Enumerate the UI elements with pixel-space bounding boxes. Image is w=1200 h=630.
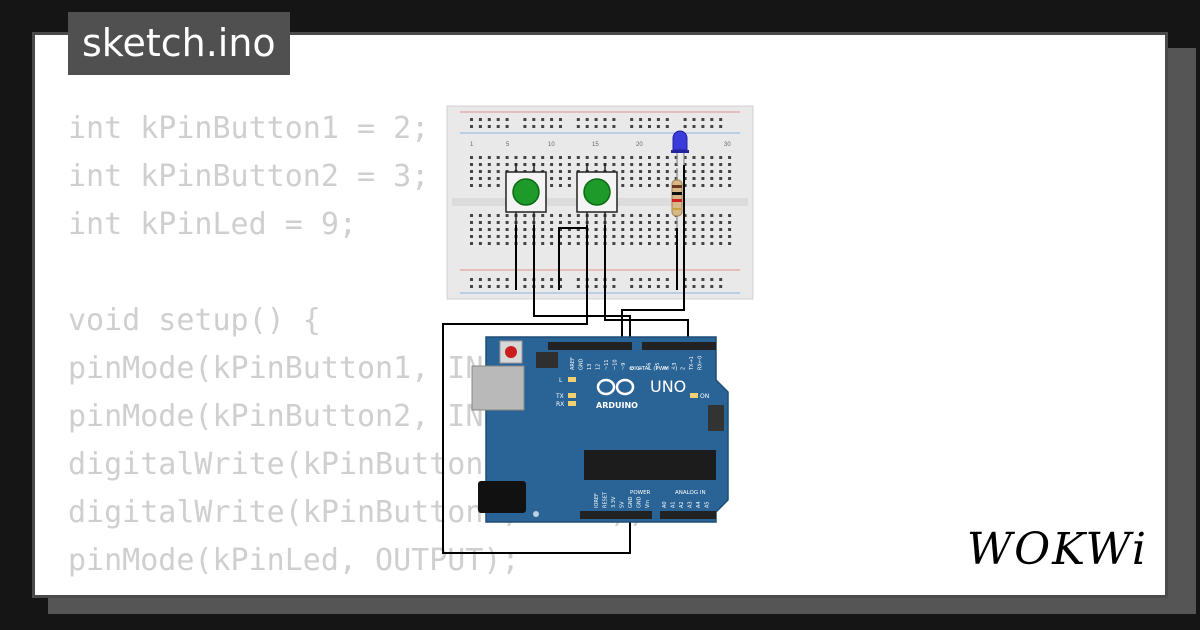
sketch-filename: sketch.ino bbox=[68, 12, 290, 75]
pin-label-analog-4: A4 bbox=[696, 501, 702, 508]
pin-label-power-2: 3.3V bbox=[611, 496, 617, 508]
circuit-diagram: 1 5 10 15 20 25 30 bbox=[442, 105, 754, 554]
digital-header: DIGITAL (PWM ~) bbox=[630, 366, 677, 372]
pin-label-digital-2: 13 bbox=[587, 364, 593, 370]
code-line: void setup() { bbox=[68, 303, 321, 338]
arduino-uno-board: UNO ARDUINO DIGITAL (PWM ~) ON L TX RX P… bbox=[471, 336, 729, 523]
code-line: int kPinButton2 = 3; bbox=[68, 159, 430, 194]
pin-label-digital-12: ~3 bbox=[672, 363, 678, 370]
board-brand: ARDUINO bbox=[596, 401, 638, 410]
pushbutton-1 bbox=[505, 163, 547, 225]
pin-label-power-5: GND bbox=[637, 496, 643, 508]
on-label: ON bbox=[700, 393, 709, 400]
bb-col-5: 5 bbox=[506, 142, 510, 148]
led-label-rx: RX bbox=[556, 401, 564, 408]
board-model: UNO bbox=[650, 377, 686, 396]
pin-label-digital-6: ~9 bbox=[621, 363, 627, 370]
pin-label-power-6: Vin bbox=[645, 500, 651, 508]
bb-col-15: 15 bbox=[592, 142, 599, 148]
pin-label-digital-1: GND bbox=[579, 358, 585, 370]
analog-header: ANALOG IN bbox=[675, 490, 706, 496]
pin-label-analog-3: A3 bbox=[688, 501, 694, 508]
pin-label-power-3: 5V bbox=[620, 501, 626, 508]
pin-label-analog-2: A2 bbox=[679, 501, 685, 508]
pushbutton-2 bbox=[576, 163, 618, 225]
code-line: pinMode(kPinLed, OUTPUT); bbox=[68, 543, 520, 578]
blue-led bbox=[671, 130, 689, 165]
pin-label-digital-14: TX→1 bbox=[689, 356, 695, 371]
led-label-tx: TX bbox=[555, 393, 564, 400]
pin-label-power-0: IOREF bbox=[594, 493, 600, 508]
pin-label-digital-8: 7 bbox=[638, 367, 644, 370]
wires bbox=[442, 165, 689, 554]
pin-label-power-4: GND bbox=[628, 496, 634, 508]
led-label-l: L bbox=[559, 377, 563, 384]
code-line: } bbox=[68, 585, 646, 595]
pin-label-digital-7: 8 bbox=[630, 367, 636, 370]
pin-label-digital-5: ~10 bbox=[613, 359, 619, 370]
pin-label-analog-5: A5 bbox=[705, 501, 711, 508]
pin-label-digital-0: AREF bbox=[570, 357, 576, 370]
bb-col-30: 30 bbox=[724, 142, 731, 148]
pin-label-digital-10: ~5 bbox=[655, 363, 661, 370]
code-listing: int kPinButton1 = 2; int kPinButton2 = 3;… bbox=[68, 105, 646, 595]
pin-label-digital-15: RX←0 bbox=[698, 356, 704, 370]
bb-col-20: 20 bbox=[636, 142, 643, 148]
arduino-logo-icon bbox=[596, 378, 635, 396]
pin-label-analog-1: A1 bbox=[671, 501, 677, 508]
pin-label-digital-13: 2 bbox=[681, 367, 687, 370]
code-line: int kPinLed = 9; bbox=[68, 207, 357, 242]
pin-label-analog-0: A0 bbox=[662, 501, 668, 508]
pin-label-digital-4: ~11 bbox=[604, 359, 610, 370]
wokwi-logo: WOKWi bbox=[966, 524, 1148, 575]
bb-col-10: 10 bbox=[548, 142, 555, 148]
pin-label-digital-3: 12 bbox=[596, 364, 602, 370]
bb-col-1: 1 bbox=[470, 142, 474, 148]
power-header: POWER bbox=[630, 490, 651, 496]
pin-label-digital-9: ~6 bbox=[647, 363, 653, 370]
pin-label-digital-11: 4 bbox=[664, 367, 670, 370]
resistor bbox=[671, 168, 683, 228]
pin-label-power-1: RESET bbox=[603, 491, 609, 508]
code-line: int kPinButton1 = 2; bbox=[68, 111, 430, 146]
